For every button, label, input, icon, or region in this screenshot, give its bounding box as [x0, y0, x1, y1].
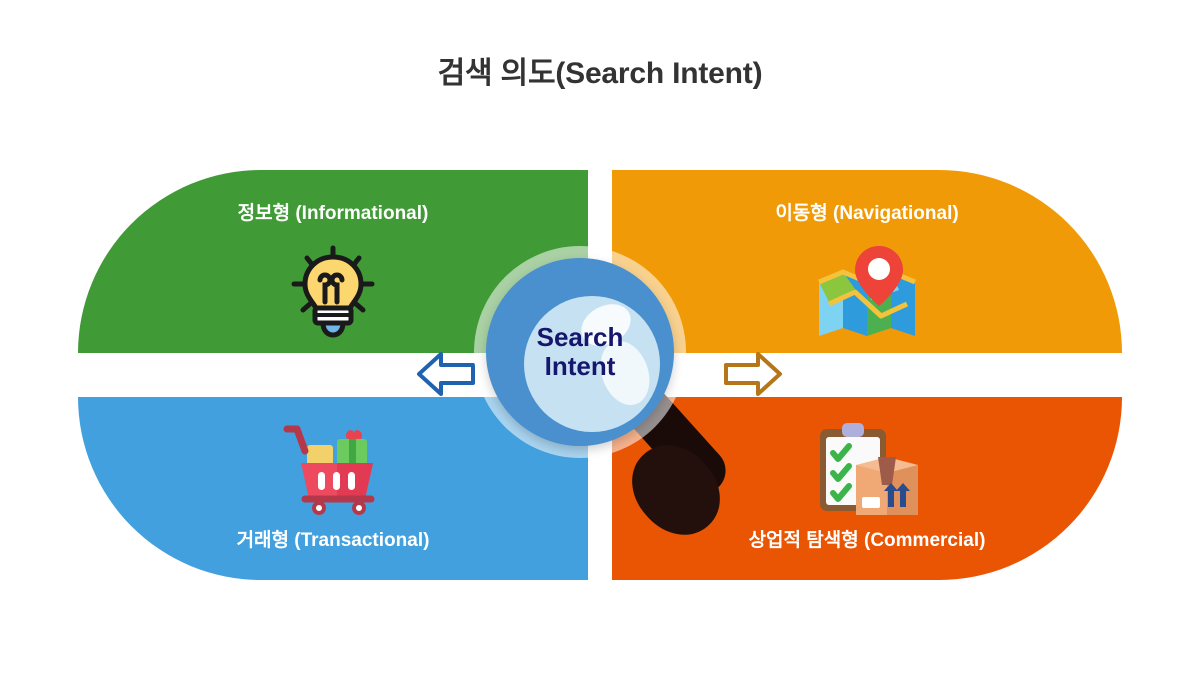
- center-label-line2: Intent: [544, 351, 616, 381]
- arrow-right-icon: [722, 348, 784, 400]
- quadrant-navigational-label: 이동형 (Navigational): [775, 203, 959, 224]
- center-label-line1: Search: [536, 321, 624, 352]
- quadrant-transactional-label: 거래형 (Transactional): [236, 530, 430, 551]
- page-title: 검색 의도(Search Intent): [437, 57, 763, 90]
- shopping-cart-icon: [78, 419, 588, 515]
- lightbulb-icon: [78, 244, 588, 340]
- quadrant-informational-label: 정보형 (Informational): [237, 203, 429, 224]
- magnifying-glass-icon[interactable]: Search Intent: [474, 246, 738, 552]
- magnifier-lens: [524, 296, 660, 432]
- magnifier-ring: [486, 258, 674, 446]
- quadrant-transactional[interactable]: 거래형 (Transactional): [78, 397, 588, 580]
- arrow-left-icon: [415, 348, 477, 400]
- quadrant-commercial-label: 상업적 탐색형 (Commercial): [748, 530, 986, 551]
- map-pin-icon: [612, 244, 1122, 340]
- quadrant-stage: 정보형 (Informational): [78, 170, 1122, 580]
- quadrant-informational[interactable]: 정보형 (Informational): [78, 170, 588, 353]
- quadrant-navigational[interactable]: 이동형 (Navigational): [612, 170, 1122, 353]
- center-label: Search Intent: [486, 258, 674, 446]
- clipboard-box-icon: [612, 419, 1122, 519]
